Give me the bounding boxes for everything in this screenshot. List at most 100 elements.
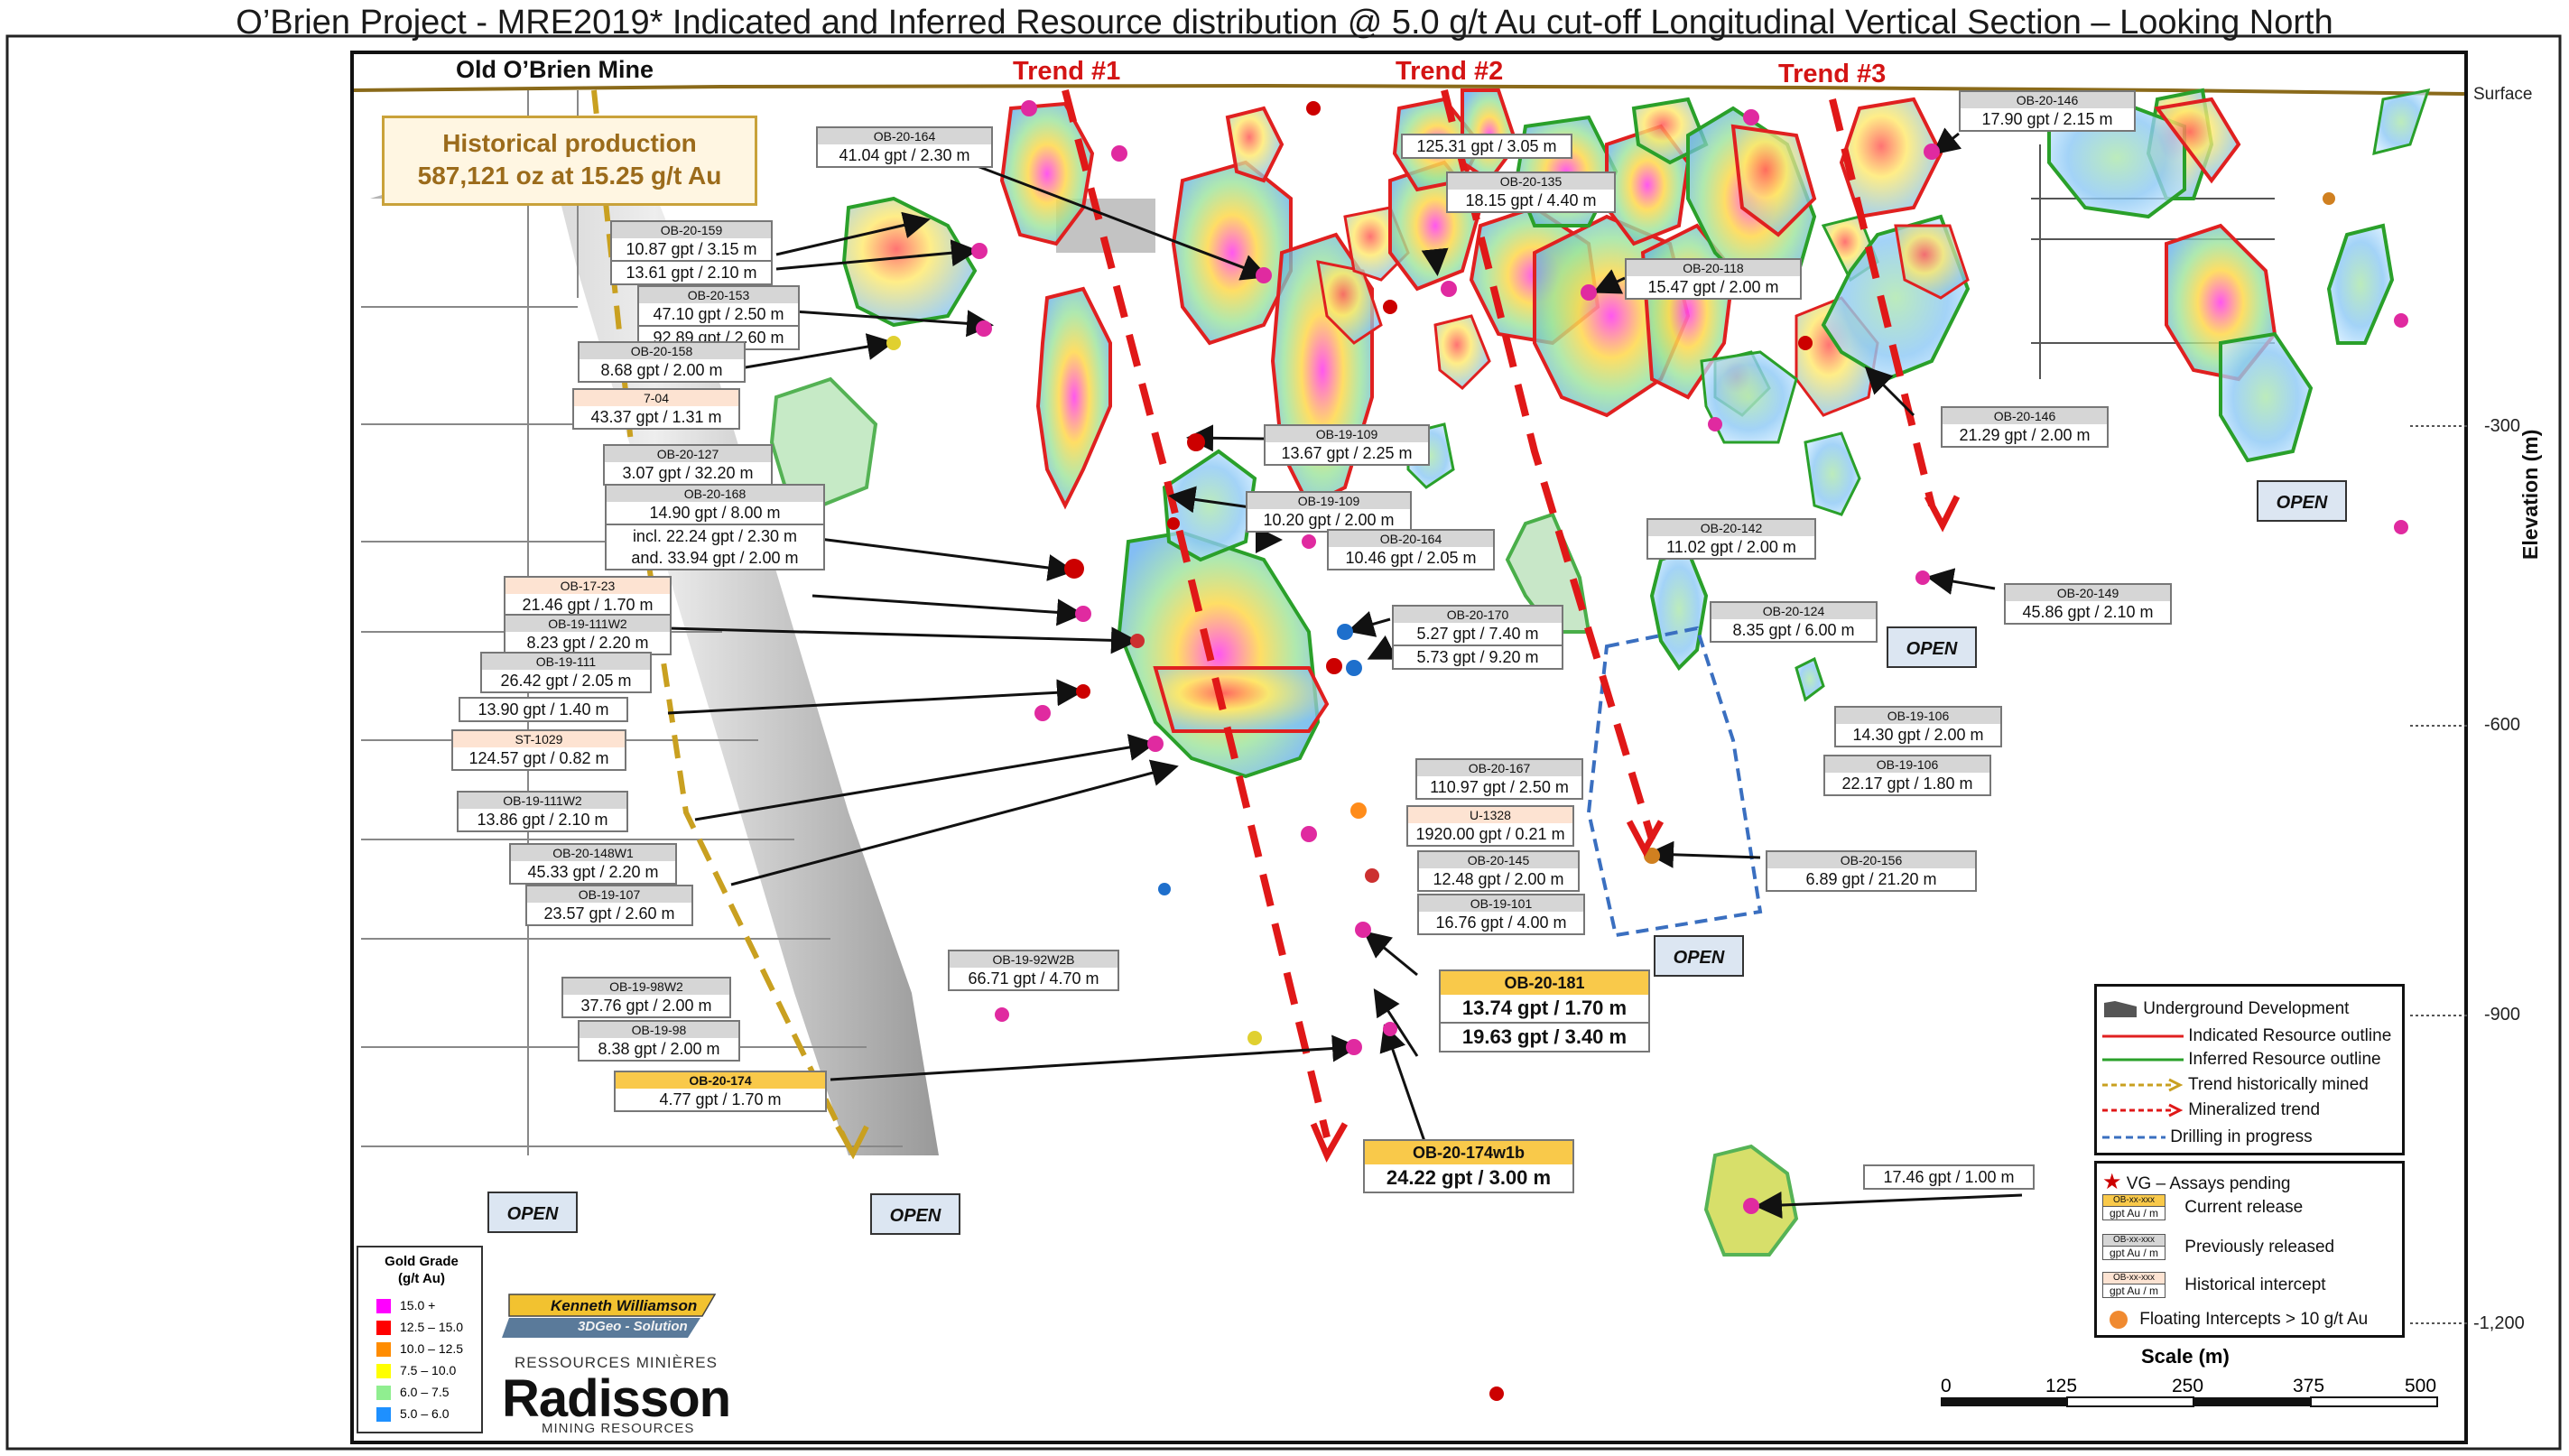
trend-2-label: Trend #2 [1396,57,1504,86]
grade-row: 10.0 – 12.5 [376,1341,463,1358]
drilling-dashed-icon [2102,1136,2166,1139]
legend-box: Underground Development Indicated Resour… [2094,984,2405,1155]
elevation-tick-600: -600 [2484,715,2521,735]
surface-line [353,83,2465,96]
legend-item: Mineralized trend [2102,1100,2320,1120]
kenneth-williamson-logo [502,1294,717,1338]
inferred-line-icon [2102,1058,2184,1062]
gold-grade-legend: Gold Grade (g/t Au) 15.0 + 12.5 – 15.0 1… [357,1246,483,1433]
trend-2-arrowhead [1626,820,1665,858]
intercept-box: 17.46 gpt / 1.00 m [1863,1164,2035,1190]
legend-item: Trend historically mined [2102,1075,2369,1095]
historical-production-box: Historical production 587,121 oz at 15.2… [382,116,757,206]
trend-historic-arrow-icon [2102,1078,2184,1092]
historical-production-title: Historical production [442,129,697,157]
drill-intercept-points [886,100,2408,1401]
elevation-tick-900: -900 [2484,1005,2521,1025]
grade-row: 6.0 – 7.5 [376,1385,450,1401]
scale-bar [1941,1396,2438,1407]
trend-1-arrowhead [1310,1122,1349,1163]
elevation-axis-label: Elevation (m) [2518,429,2542,560]
callout-arrows [667,127,2023,1219]
legend-item: ★ VG – Assays pending [2102,1170,2291,1194]
underground-development-icon [2104,1001,2137,1017]
legend-item: Underground Development [2102,999,2349,1019]
scale-tick: 500 [2405,1376,2437,1396]
trend-1-label: Trend #1 [1013,57,1121,86]
radisson-logo-bottom: MINING RESOURCES [542,1421,695,1436]
trend-historic-arrowhead [835,1125,869,1160]
grade-row: 5.0 – 6.0 [376,1406,450,1423]
intercept-box: 125.31 gpt / 3.05 m [1401,134,1572,159]
open-box: OPEN [1887,626,1977,668]
open-box: OPEN [487,1192,578,1233]
historical-production-value: 587,121 oz at 15.25 g/t Au [417,162,722,190]
kw-logo-subtext: 3DGeo - Solution [578,1319,688,1334]
trend-3-label: Trend #3 [1778,60,1887,88]
legend-item: Drilling in progress [2102,1127,2313,1147]
orange-dot-icon [2110,1310,2128,1329]
outer-frame [5,34,2562,1451]
trend-3-line [1829,98,1935,506]
legend-item: Indicated Resource outline [2102,1026,2391,1046]
scale-tick: 250 [2172,1376,2204,1396]
scale-title: Scale (m) [2141,1345,2230,1368]
open-box: OPEN [2257,480,2347,522]
trend-1-line [1062,88,1331,1138]
mineralized-trend-arrow-icon [2102,1103,2184,1118]
elevation-ticks [2410,425,2469,1324]
scale-tick: 125 [2045,1376,2078,1396]
star-icon: ★ [2102,1170,2122,1194]
elevation-tick-1200: -1,200 [2473,1313,2525,1333]
scale-tick: 375 [2293,1376,2325,1396]
grade-row: 12.5 – 15.0 [376,1320,463,1336]
open-box: OPEN [870,1193,960,1235]
radisson-logo-top: RESSOURCES MINIÈRES [515,1354,718,1371]
surface-label: Surface [2473,85,2533,104]
legend-item: Inferred Resource outline [2102,1050,2381,1070]
gold-grade-title: Gold Grade (g/t Au) [385,1254,459,1286]
radisson-logo: Radisson [502,1369,731,1428]
